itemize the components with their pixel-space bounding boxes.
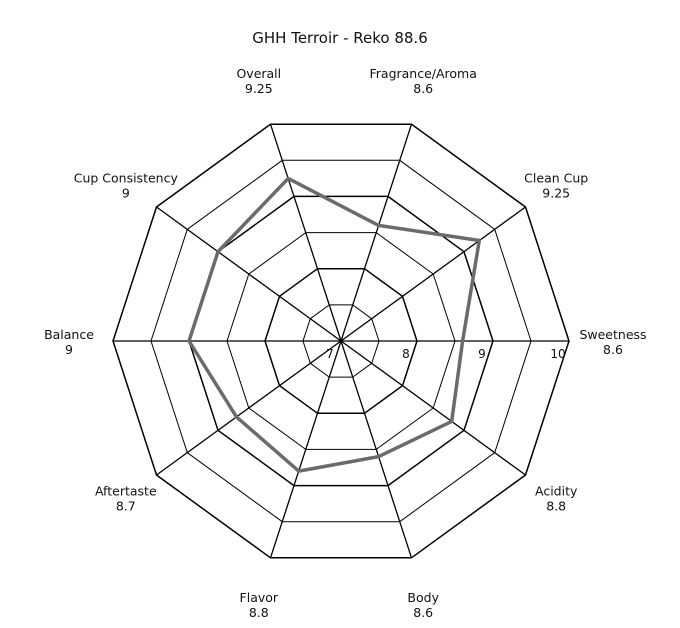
axis-label: Sweetness	[579, 327, 646, 342]
axis-label: Acidity	[535, 483, 578, 498]
data-point	[377, 455, 380, 458]
data-point	[216, 250, 220, 253]
grid-spoke	[156, 340, 342, 476]
axis-label: Aftertaste	[95, 483, 157, 498]
data-point	[478, 239, 481, 242]
grid-spoke	[269, 123, 342, 342]
grid-spoke	[340, 340, 526, 476]
grid-spoke	[269, 340, 342, 559]
axis-label: Clean Cup	[524, 171, 588, 186]
value-label: 8.6	[413, 605, 433, 620]
data-point	[461, 339, 464, 343]
value-label: 8.6	[413, 81, 433, 96]
data-point	[235, 415, 238, 419]
data-point	[187, 339, 191, 343]
chart-title: GHH Terroir - Reko 88.6	[252, 29, 427, 47]
grid-spoke	[340, 206, 526, 342]
value-label: 9.25	[542, 186, 570, 201]
grid-spoke	[340, 340, 413, 559]
value-label: 9	[65, 342, 73, 357]
data-point	[287, 177, 290, 180]
value-label: 8.8	[546, 498, 566, 513]
axis-label: Balance	[44, 327, 94, 342]
grid-spoke	[156, 206, 342, 342]
data-point	[297, 469, 300, 473]
tick-label: 10	[550, 347, 565, 361]
axis-label: Flavor	[240, 590, 279, 605]
axis-label: Cup Consistency	[74, 171, 179, 186]
axis-label: Fragrance/Aroma	[369, 66, 476, 81]
value-label: 8.6	[603, 342, 623, 357]
value-label: 9	[122, 186, 130, 201]
value-label: 8.8	[249, 605, 269, 620]
radar-ticks: 7 8 9 10	[326, 347, 565, 361]
data-point	[450, 420, 453, 423]
radar-grid	[112, 123, 570, 559]
value-label: 8.7	[116, 498, 136, 513]
tick-label: 8	[402, 347, 410, 361]
value-label: 9.25	[245, 81, 273, 96]
axis-label: Body	[407, 590, 439, 605]
tick-label: 7	[326, 347, 334, 361]
axis-label: Overall	[236, 66, 281, 81]
tick-label: 9	[478, 347, 486, 361]
data-point	[377, 224, 380, 227]
grid-spoke	[340, 123, 413, 342]
radar-series	[187, 176, 482, 473]
